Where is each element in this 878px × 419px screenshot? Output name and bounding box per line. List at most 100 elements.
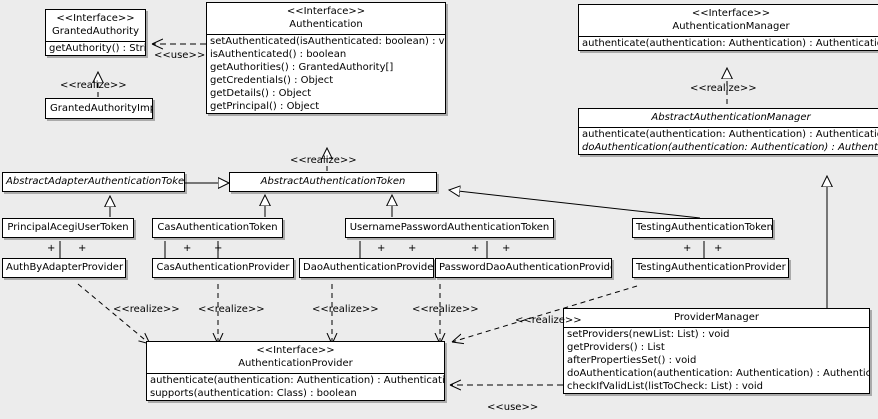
class-username-password-authentication-token[interactable]: UsernamePasswordAuthenticationToken [345,218,554,238]
class-name: Authentication [289,19,363,30]
class-header: CasAuthenticationProvider [153,259,293,277]
class-granted-authority-impl[interactable]: GrantedAuthorityImpl [45,98,153,119]
operation: afterPropertiesSet() : void [567,355,697,366]
class-name: CasAuthenticationProvider [156,262,290,273]
operation: setProviders(newList: List) : void [567,329,730,340]
operation: getProviders() : List [567,342,665,353]
operation: checkIfValidList(listToCheck: List) : vo… [567,381,764,392]
operation: getDetails() : Object [210,88,312,99]
class-principal-acegi-user-token[interactable]: PrincipalAcegiUserToken [2,218,134,238]
class-header: DaoAuthenticationProvider [300,259,433,277]
class-name: PrincipalAcegiUserToken [7,222,129,233]
class-stereotype: <<Interface>> [286,6,366,17]
class-header: <<Interface>> AuthenticationProvider [147,342,444,373]
class-dao-authentication-provider[interactable]: DaoAuthenticationProvider [299,258,434,278]
class-authentication[interactable]: <<Interface>> Authentication setAuthenti… [206,2,446,114]
class-cas-authentication-token[interactable]: CasAuthenticationToken [152,218,283,238]
edge-label-realize-cas-provider: <<realize>> [198,304,265,315]
association-marker: + [502,243,511,254]
operation: getCredentials() : Object [210,75,334,86]
class-header: AuthByAdapterProvider [3,259,125,277]
operation: supports(authentication: Class) : boolea… [150,388,357,399]
class-testing-authentication-provider[interactable]: TestingAuthenticationProvider [632,258,789,278]
class-cas-authentication-provider[interactable]: CasAuthenticationProvider [152,258,294,278]
edge-label-realize-abstract-auth-manager: <<realize>> [690,83,757,94]
association-marker: + [183,243,192,254]
association-marker: + [214,243,223,254]
class-header: AbstractAuthenticationToken [230,173,436,191]
class-header: <<Interface>> GrantedAuthority [46,10,145,41]
class-granted-authority[interactable]: <<Interface>> GrantedAuthority getAuthor… [45,9,146,56]
class-name: AbstractAdapterAuthenticationToken [6,176,185,187]
operations-compartment: authenticate(authentication: Authenticat… [579,36,878,50]
edge-label-realize-testing-provider: <<realize>> [515,315,582,326]
class-name: GrantedAuthority [51,26,140,37]
class-stereotype: <<Interface>> [256,345,335,356]
operation: authenticate(authentication: Authenticat… [582,129,878,140]
class-header: ProviderManager [564,309,869,327]
class-header: CasAuthenticationToken [153,219,282,237]
operation: authenticate(authentication: Authenticat… [582,38,878,49]
class-name: CasAuthenticationToken [157,222,278,233]
operation: getAuthority() : String [49,43,145,54]
class-name: ProviderManager [673,312,759,323]
class-name: DaoAuthenticationProvider [303,262,434,273]
association-marker: + [471,243,480,254]
class-stereotype: <<Interface>> [56,13,135,24]
class-header: <<Interface>> Authentication [207,3,445,34]
association-marker: + [377,243,386,254]
edge-label-realize-dao-provider: <<realize>> [312,304,379,315]
association-marker: + [78,243,87,254]
class-abstract-adapter-authentication-token[interactable]: AbstractAdapterAuthenticationToken [2,172,185,192]
class-header: GrantedAuthorityImpl [46,99,152,118]
class-abstract-authentication-manager[interactable]: AbstractAuthenticationManager authentica… [578,108,878,155]
class-name: AbstractAuthenticationManager [651,112,811,123]
class-authentication-manager[interactable]: <<Interface>> AuthenticationManager auth… [578,4,878,51]
operation: setAuthenticated(isAuthenticated: boolea… [210,36,446,47]
association-marker: + [714,243,723,254]
class-header: <<Interface>> AuthenticationManager [579,5,878,36]
operation: authenticate(authentication: Authenticat… [150,375,445,386]
operation: getAuthorities() : GrantedAuthority[] [210,62,394,73]
edge-label-realize-granted-authority-impl: <<realize>> [60,80,127,91]
edge-label-use-provider-manager: <<use>> [487,402,539,413]
operation: doAuthentication(authentication: Authent… [582,142,878,153]
class-name: PasswordDaoAuthenticationProvider [439,262,612,273]
association-marker: + [47,243,56,254]
edge-label-realize-abstract-auth-token: <<realize>> [290,155,357,166]
class-name: TestingAuthenticationProvider [636,262,786,273]
class-password-dao-authentication-provider[interactable]: PasswordDaoAuthenticationProvider [435,258,612,278]
class-name: TestingAuthenticationToken [636,222,773,233]
operations-compartment: getAuthority() : String [46,41,145,55]
class-header: AbstractAdapterAuthenticationToken [3,173,184,191]
class-authentication-provider[interactable]: <<Interface>> AuthenticationProvider aut… [146,341,445,401]
class-header: UsernamePasswordAuthenticationToken [346,219,553,237]
operations-compartment: setProviders(newList: List) : void getPr… [564,327,869,393]
class-name: AbstractAuthenticationToken [260,176,406,187]
class-auth-by-adapter-provider[interactable]: AuthByAdapterProvider [2,258,126,278]
class-name: AuthenticationProvider [238,358,353,369]
class-name: AuthByAdapterProvider [6,262,124,273]
operations-compartment: authenticate(authentication: Authenticat… [579,127,878,154]
class-name: AuthenticationManager [672,21,790,32]
class-testing-authentication-token[interactable]: TestingAuthenticationToken [632,218,773,238]
edge-label-realize-password-dao-provider: <<realize>> [412,304,479,315]
class-header: TestingAuthenticationProvider [633,259,788,277]
operation: doAuthentication(authentication: Authent… [567,368,870,379]
edge-label-realize-auth-by-adapter: <<realize>> [113,304,180,315]
class-header: PrincipalAcegiUserToken [3,219,133,237]
edge-label-use-granted-authority: <<use>> [154,50,206,61]
class-abstract-authentication-token[interactable]: AbstractAuthenticationToken [229,172,437,192]
class-provider-manager[interactable]: ProviderManager setProviders(newList: Li… [563,308,870,394]
class-header: PasswordDaoAuthenticationProvider [436,259,611,277]
class-name: UsernamePasswordAuthenticationToken [349,222,550,233]
class-stereotype: <<Interface>> [691,8,771,19]
operation: isAuthenticated() : boolean [210,49,347,60]
operations-compartment: setAuthenticated(isAuthenticated: boolea… [207,34,445,113]
class-header: AbstractAuthenticationManager [579,109,878,127]
operations-compartment: authenticate(authentication: Authenticat… [147,373,444,400]
operation: getPrincipal() : Object [210,101,320,112]
class-header: TestingAuthenticationToken [633,219,772,237]
association-marker: + [683,243,692,254]
